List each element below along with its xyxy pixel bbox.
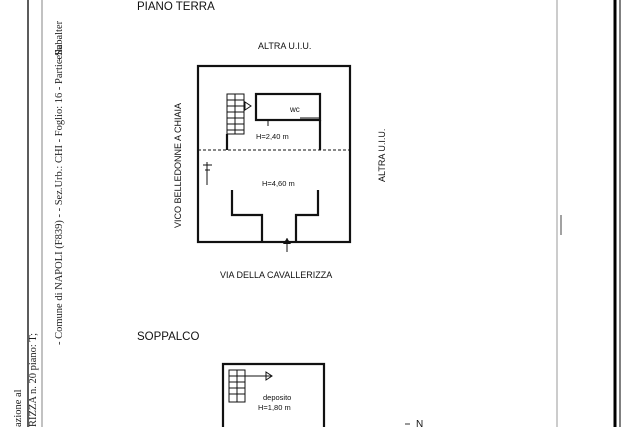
- cadastral-text-line1-tail: - Subalter: [54, 20, 65, 62]
- mezzanine-height-label: H=1,80 m: [258, 403, 291, 412]
- cadastral-text-line2: RIZZA n. 20 piano: T;: [28, 333, 39, 427]
- upper-height-label: H=2,40 m: [256, 132, 289, 141]
- corner-mark: N: [416, 419, 423, 427]
- staircase: [226, 93, 252, 135]
- cadastral-margin: - Comune di NAPOLI (F839) - - Sez.Urb.: …: [13, 0, 65, 427]
- left-street-label: VICO BELLEDONNE A CHIAIA: [173, 103, 183, 228]
- mezzanine-staircase: [228, 369, 273, 403]
- wc-room: [254, 92, 322, 122]
- mezzanine-plan: deposito H=1,80 m: [221, 362, 326, 427]
- ground-floor-outline: [196, 64, 352, 244]
- mezzanine-outline: [221, 362, 326, 427]
- ground-floor-plan: wc H=2,40 m H=4,60 m: [196, 64, 352, 252]
- page-frame-right: [556, 0, 621, 427]
- top-neighbor-label: ALTRA U.I.U.: [258, 41, 311, 51]
- ground-floor-title: PIANO TERRA: [137, 1, 215, 13]
- bottom-street-label: VIA DELLA CAVALLERIZZA: [220, 270, 332, 280]
- mezzanine-title: SOPPALCO: [137, 331, 199, 343]
- right-neighbor-label: ALTRA U.I.U.: [377, 129, 387, 182]
- lower-height-label: H=4,60 m: [262, 179, 295, 188]
- mezzanine-room-label: deposito: [263, 393, 291, 402]
- wc-label: wc: [289, 105, 300, 114]
- cadastral-text-line1: - Comune di NAPOLI (F839) - - Sez.Urb.: …: [54, 44, 65, 345]
- cadastral-text-line3: azione al: [13, 389, 24, 427]
